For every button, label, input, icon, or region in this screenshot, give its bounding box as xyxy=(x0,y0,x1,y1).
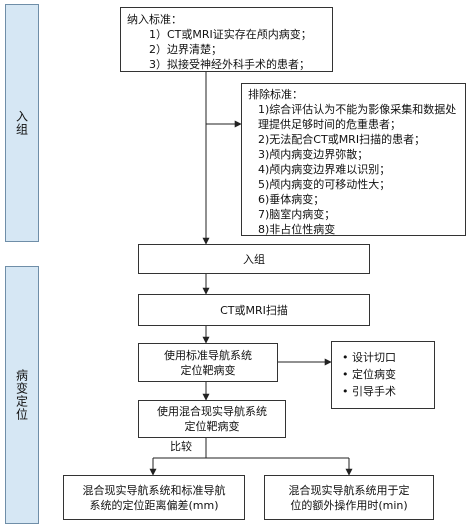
standard-nav-line1: 使用标准导航系统 xyxy=(164,348,252,362)
mr-nav-line2: 定位靶病变 xyxy=(184,420,240,433)
inclusion-criteria-box: 纳入标准： 1）CT或MRI证实存在颅内病变； 2）边界清楚； 3）拟接受神经外… xyxy=(120,7,333,72)
compare-label: 比较 xyxy=(170,440,192,453)
outcome-right-line2: 位的额外操作用时(min) xyxy=(290,498,408,512)
exclusion-item: 7)脑室内病变； xyxy=(258,208,336,221)
side-list-item: • 设计切口 xyxy=(342,351,396,364)
standard-nav-step-box: 使用标准导航系统 定位靶病变 xyxy=(138,343,278,382)
exclusion-criteria-box: 排除标准： 1)综合评估认为不能为影像采集和数据处理提供足够时间的危重患者； 2… xyxy=(241,83,466,236)
standard-nav-line2: 定位靶病变 xyxy=(180,363,236,377)
inclusion-title: 纳入标准： xyxy=(127,13,182,26)
outcome-extra-time-box: 混合现实导航系统用于定 位的额外操作用时(min) xyxy=(264,475,434,520)
inclusion-item: 1）CT或MRI证实存在颅内病变； xyxy=(149,28,312,41)
standard-nav-uses-box: • 设计切口 • 定位病变 • 引导手术 xyxy=(331,341,435,409)
phase-enroll-bar: 入组 xyxy=(5,4,39,242)
exclusion-item: 6)垂体病变； xyxy=(258,193,325,206)
side-list-item: • 定位病变 xyxy=(342,368,396,381)
exclusion-item: 1)综合评估认为不能为影像采集和数据处理提供足够时间的危重患者； xyxy=(258,103,457,131)
inclusion-item: 3）拟接受神经外科手术的患者； xyxy=(149,58,310,71)
outcome-location-deviation-box: 混合现实导航系统和标准导航 系统的定位距离偏差(mm) xyxy=(63,475,245,520)
exclusion-item: 4)颅内病变边界难以识别； xyxy=(258,163,391,176)
outcome-left-line2: 系统的定位距离偏差(mm) xyxy=(89,498,219,512)
phase-enroll-label: 入组 xyxy=(14,110,29,136)
exclusion-item: 3)颅内病变边界弥散； xyxy=(258,148,369,161)
scan-step-label: CT或MRI扫描 xyxy=(220,303,288,317)
outcome-right-line1: 混合现实导航系统用于定 xyxy=(288,483,410,497)
outcome-left-line1: 混合现实导航系统和标准导航 xyxy=(82,483,226,497)
mr-nav-line1: 使用混合现实导航系统 xyxy=(157,405,267,418)
scan-step-box: CT或MRI扫描 xyxy=(138,294,370,326)
enroll-step-label: 入组 xyxy=(243,252,265,266)
mr-nav-step-box: 使用混合现实导航系统 定位靶病变 xyxy=(138,400,286,438)
phase-localize-bar: 病变定位 xyxy=(5,266,39,524)
inclusion-item: 2）边界清楚； xyxy=(149,43,222,56)
exclusion-item: 2)无法配合CT或MRI扫描的患者； xyxy=(258,133,426,146)
exclusion-item: 5)颅内病变的可移动性大； xyxy=(258,178,391,191)
side-list-item: • 引导手术 xyxy=(342,385,396,398)
exclusion-item: 8)非占位性病变 xyxy=(258,223,336,236)
phase-localize-label: 病变定位 xyxy=(14,369,29,421)
exclusion-title: 排除标准： xyxy=(248,88,303,101)
enroll-step-box: 入组 xyxy=(138,244,370,274)
